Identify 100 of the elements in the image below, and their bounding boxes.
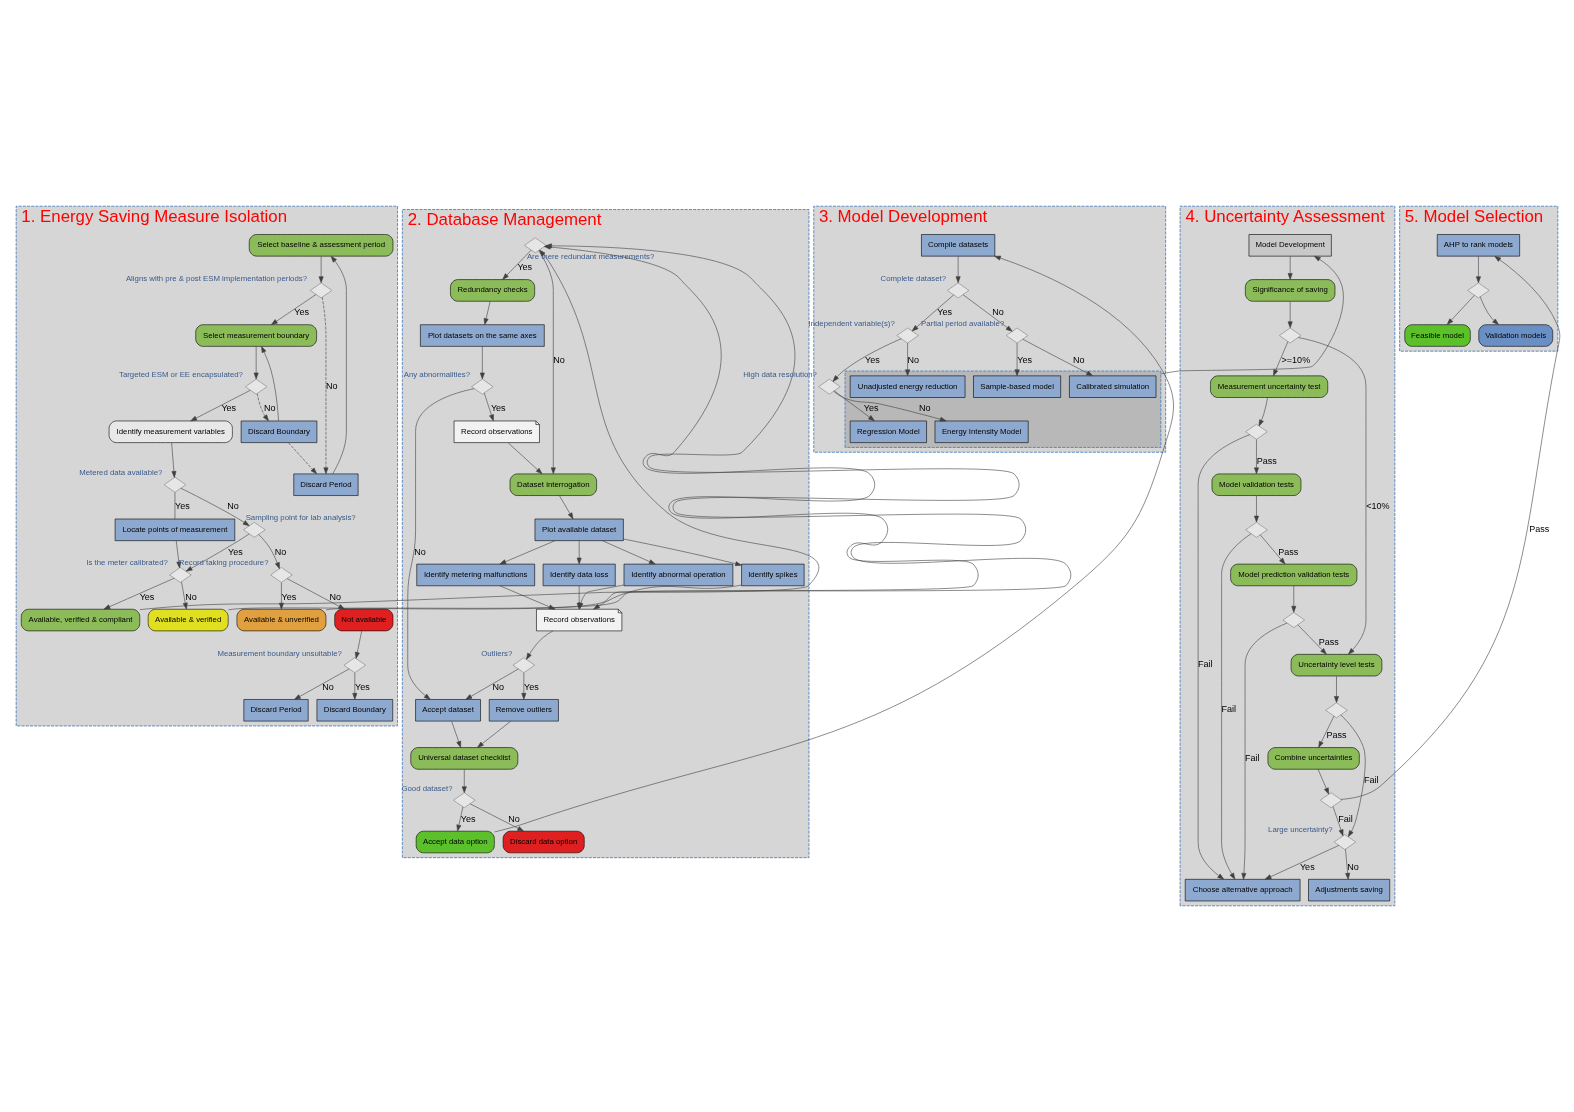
arrow bbox=[955, 256, 961, 283]
arrow bbox=[1297, 624, 1327, 655]
arrow bbox=[258, 534, 280, 569]
arrow bbox=[962, 294, 1013, 332]
arrow bbox=[1476, 256, 1481, 283]
edge-label: Yes bbox=[460, 813, 476, 824]
arrow bbox=[1258, 397, 1268, 427]
arrow bbox=[181, 581, 188, 610]
arrow bbox=[1446, 294, 1475, 325]
arrow bbox=[465, 668, 519, 700]
arrow bbox=[318, 256, 324, 283]
arrow bbox=[507, 442, 543, 475]
edge-label: Fail bbox=[1338, 813, 1353, 824]
node-diamond bbox=[1282, 612, 1305, 628]
edge-label: No bbox=[185, 591, 197, 602]
arrow bbox=[451, 721, 461, 748]
arrow bbox=[171, 442, 177, 478]
edge-label: Yes bbox=[281, 591, 297, 602]
edge-label: <10% bbox=[1366, 501, 1390, 512]
arrow bbox=[180, 487, 250, 526]
edge-label: Pass bbox=[1278, 546, 1299, 557]
arrow bbox=[461, 768, 467, 793]
node-diamond bbox=[512, 657, 535, 673]
edge-label: No bbox=[1347, 861, 1359, 872]
arrow bbox=[1345, 848, 1351, 880]
arrow bbox=[330, 255, 347, 475]
node-diamond bbox=[1245, 423, 1268, 440]
arrow bbox=[286, 578, 345, 610]
edge-label: No bbox=[992, 307, 1004, 318]
arrow bbox=[1340, 714, 1366, 837]
edge-label: Yes bbox=[1017, 355, 1032, 366]
arrow bbox=[1287, 301, 1293, 329]
arrow bbox=[1264, 845, 1340, 880]
edge-label: Fail bbox=[1245, 752, 1260, 763]
arrow bbox=[469, 803, 524, 832]
arrow bbox=[1334, 675, 1339, 703]
edge-label: Yes bbox=[1299, 861, 1315, 872]
edge-label: Yes bbox=[937, 307, 952, 318]
arrow bbox=[1160, 255, 1344, 375]
arrow bbox=[521, 672, 527, 700]
arrow bbox=[559, 495, 574, 520]
arrow bbox=[321, 296, 329, 475]
arrow bbox=[407, 388, 475, 700]
arrow bbox=[1273, 341, 1289, 377]
arrow bbox=[1241, 622, 1288, 880]
arrow bbox=[288, 442, 317, 475]
edge-label: Yes bbox=[524, 681, 539, 692]
arrow bbox=[1332, 806, 1344, 837]
edge-label: No bbox=[274, 546, 287, 557]
node-diamond bbox=[1245, 522, 1268, 538]
node-diamond bbox=[947, 282, 970, 299]
edge-label: Yes bbox=[517, 261, 533, 272]
edge-label: Pass bbox=[1256, 456, 1277, 467]
edge-label: Yes bbox=[490, 403, 506, 414]
connector bbox=[174, 492, 176, 520]
arrow bbox=[456, 806, 464, 832]
node-diamond bbox=[453, 792, 476, 809]
edge-label: Yes bbox=[863, 403, 879, 414]
edge-label: No bbox=[553, 355, 565, 366]
arrow bbox=[1291, 585, 1297, 613]
arrow bbox=[1221, 533, 1252, 880]
node-diamond bbox=[1319, 792, 1343, 809]
arrow bbox=[271, 294, 317, 325]
arrow bbox=[190, 390, 251, 422]
arrow bbox=[354, 630, 362, 659]
arrow bbox=[1298, 337, 1367, 655]
arrow bbox=[1318, 715, 1335, 748]
edge-label: >=10% bbox=[1281, 355, 1311, 366]
arrow bbox=[352, 672, 358, 700]
arrow bbox=[602, 540, 656, 565]
arrow bbox=[1317, 768, 1329, 795]
arrow bbox=[256, 393, 269, 422]
edge-label: No bbox=[263, 403, 276, 414]
arrow bbox=[175, 540, 182, 569]
arrow bbox=[1259, 534, 1286, 565]
node-diamond bbox=[1279, 327, 1302, 344]
node-diamond bbox=[1333, 834, 1357, 850]
arrow bbox=[911, 294, 954, 332]
edge-label: Pass bbox=[1326, 729, 1347, 740]
edge-label: Yes bbox=[139, 591, 155, 602]
edge-label: Fail bbox=[1364, 775, 1379, 786]
edge-label: Yes bbox=[175, 501, 190, 512]
arrow bbox=[1197, 434, 1251, 880]
arrow bbox=[526, 630, 554, 660]
node-diamond bbox=[343, 657, 366, 673]
arrow bbox=[494, 255, 1174, 833]
arrow bbox=[479, 346, 485, 380]
node-diamond bbox=[270, 567, 293, 583]
arrow bbox=[294, 668, 350, 700]
edge-label: No bbox=[227, 501, 239, 512]
edge-label: No bbox=[508, 813, 520, 824]
arrow bbox=[905, 342, 910, 377]
node-diamond bbox=[310, 282, 333, 299]
edge-label: Fail bbox=[1221, 704, 1237, 715]
arrow bbox=[833, 390, 875, 422]
arrow bbox=[1022, 338, 1093, 377]
arrow bbox=[623, 538, 742, 567]
edge-label: No bbox=[1072, 355, 1085, 366]
edge-label: No bbox=[907, 355, 920, 366]
arrow bbox=[832, 338, 902, 382]
